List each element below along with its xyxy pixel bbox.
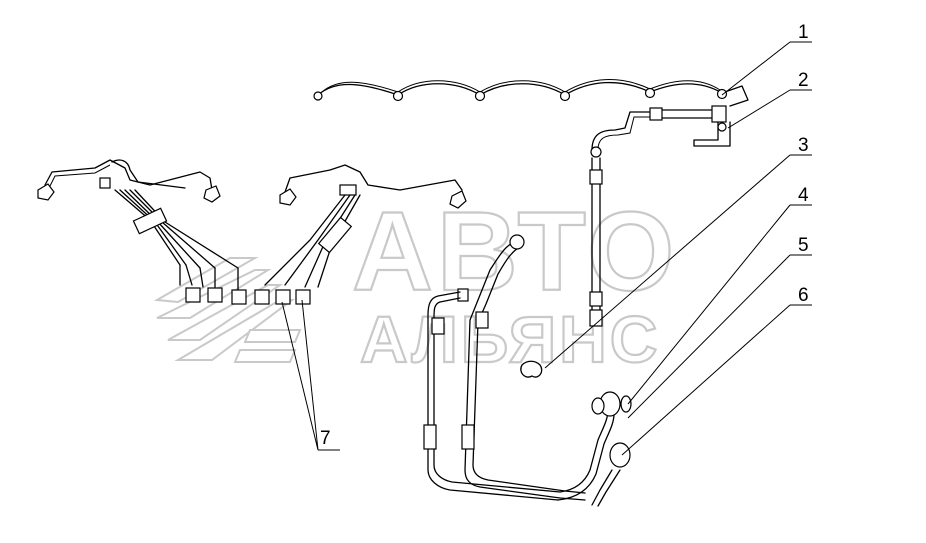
callout-3: 3 — [798, 135, 809, 156]
callout-2: 2 — [798, 70, 809, 91]
right-injector-pipes — [254, 164, 467, 305]
watermark-line-2: АЛЬЯНС — [360, 302, 660, 376]
callout-leaders — [281, 41, 812, 456]
return-fuel-line — [313, 79, 749, 107]
bracket-and-hose — [589, 105, 731, 327]
left-injector-pipes — [37, 159, 247, 305]
watermark-emblem-icon — [153, 257, 302, 363]
callout-4: 4 — [798, 185, 809, 206]
callout-1: 1 — [798, 22, 809, 43]
callout-5: 5 — [798, 235, 809, 256]
callouts: 1 2 3 4 5 6 7 — [320, 22, 809, 449]
lower-fuel-lines — [423, 234, 632, 507]
callout-6: 6 — [798, 285, 809, 306]
callout-7: 7 — [320, 428, 331, 449]
